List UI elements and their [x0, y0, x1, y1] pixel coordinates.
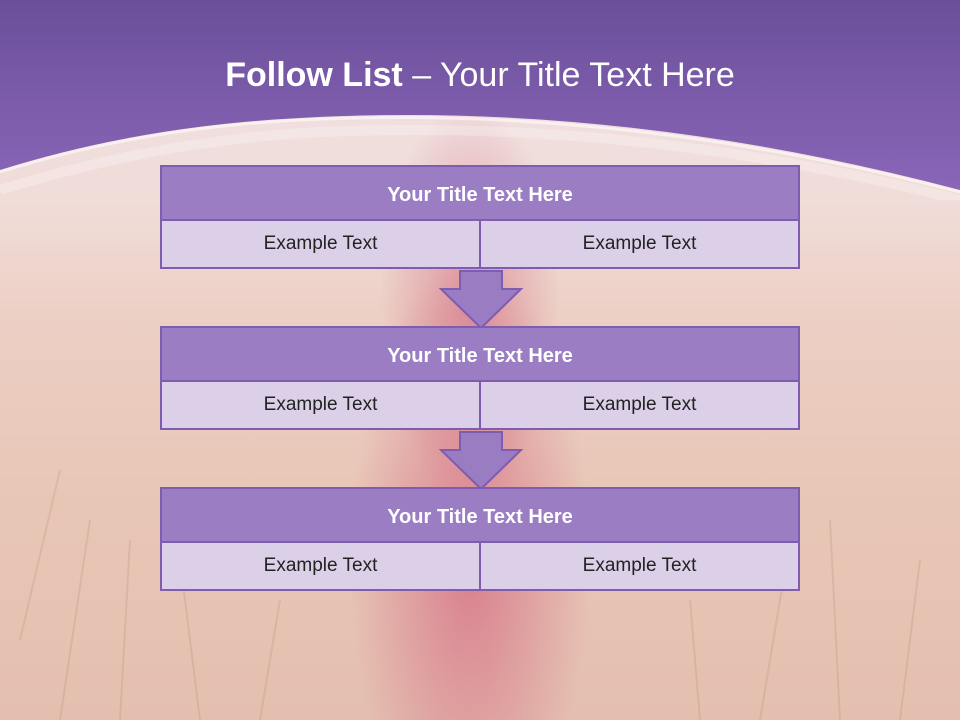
- block-cell-left: Example Text: [160, 541, 481, 591]
- block-cell-right: Example Text: [479, 541, 800, 591]
- slide-title-rest: – Your Title Text Here: [402, 56, 735, 94]
- down-arrow-icon: [438, 270, 524, 330]
- list-block-2: Your Title Text Here Example Text Exampl…: [160, 326, 800, 430]
- block-row: Example Text Example Text: [160, 380, 800, 430]
- block-row: Example Text Example Text: [160, 541, 800, 591]
- header-banner: [0, 0, 960, 200]
- block-cell-right: Example Text: [479, 219, 800, 269]
- list-block-1: Your Title Text Here Example Text Exampl…: [160, 165, 800, 269]
- block-title: Your Title Text Here: [160, 487, 800, 543]
- block-title: Your Title Text Here: [160, 326, 800, 382]
- block-cell-left: Example Text: [160, 219, 481, 269]
- slide-title-bold: Follow List: [225, 56, 403, 94]
- down-arrow-icon: [438, 431, 524, 491]
- block-cell-left: Example Text: [160, 380, 481, 430]
- block-row: Example Text Example Text: [160, 219, 800, 269]
- list-block-3: Your Title Text Here Example Text Exampl…: [160, 487, 800, 591]
- slide-title: Follow List – Your Title Text Here: [0, 56, 960, 95]
- block-title: Your Title Text Here: [160, 165, 800, 221]
- block-cell-right: Example Text: [479, 380, 800, 430]
